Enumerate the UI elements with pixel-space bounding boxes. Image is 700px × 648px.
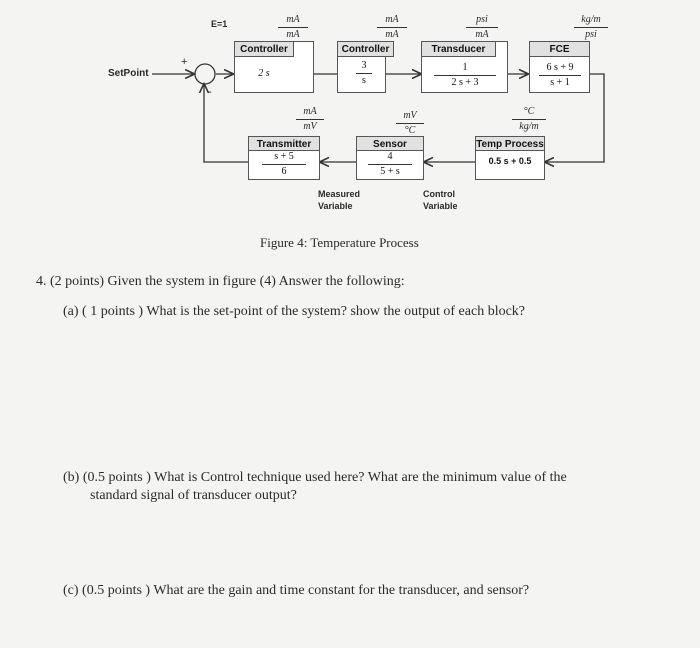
feedback-arrow	[204, 84, 248, 163]
sum-minus-sign: -	[208, 86, 212, 98]
question-c: (c) (0.5 points ) What are the gain and …	[63, 583, 530, 598]
question-intro: 4. (2 points) Given the system in figure…	[36, 274, 405, 289]
temp-process-header: Temp Process	[475, 136, 545, 151]
figure-caption: Figure 4: Temperature Process	[260, 235, 419, 250]
question-b-line2: standard signal of transducer output?	[90, 488, 297, 503]
unit-sensor: mV°C	[396, 110, 424, 137]
setpoint-label: SetPoint	[108, 68, 149, 79]
signal-lines	[152, 63, 605, 230]
fce-header: FCE	[529, 41, 590, 57]
fce-out-arrow	[545, 73, 605, 162]
controller1-tf: 2 s	[258, 68, 270, 79]
transmitter-header: Transmitter	[248, 136, 320, 151]
question-a: (a) ( 1 points ) What is the set-point o…	[63, 304, 526, 319]
controller1-header: Controller	[234, 41, 294, 57]
controller2-header: Controller	[337, 41, 394, 57]
temp-process-tf: 0.5 s + 0.5	[488, 156, 532, 166]
summing-junction	[194, 63, 216, 85]
transducer-header: Transducer	[421, 41, 496, 57]
gain-label: E=1	[211, 19, 228, 29]
sum-plus-sign: +	[181, 56, 188, 68]
question-b-line1: (b) (0.5 points ) What is Control techni…	[63, 470, 567, 485]
sensor-header: Sensor	[356, 136, 424, 151]
